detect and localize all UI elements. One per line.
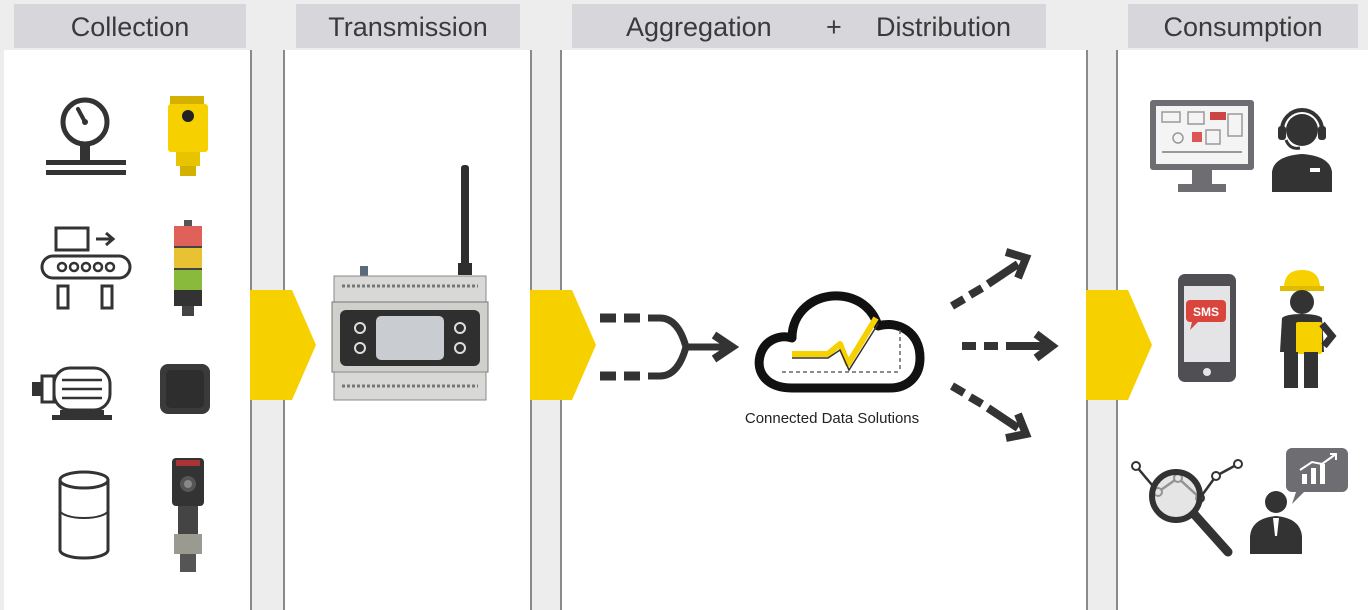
field-worker-icon — [1280, 270, 1337, 388]
header-consumption: Consumption — [1128, 4, 1358, 48]
chevron-arrow-transmission — [530, 290, 596, 400]
header-collection: Collection — [14, 4, 246, 48]
header-distribution: Distribution — [876, 12, 1012, 42]
smartphone-sms-icon: SMS — [1178, 274, 1236, 382]
pressure-gauge-icon — [46, 97, 126, 175]
header-aggregation-distribution: Aggregation + Distribution — [572, 4, 1046, 48]
yellow-sensor-icon — [168, 96, 208, 176]
header-transmission: Transmission — [296, 4, 520, 48]
gateway-device-icon — [331, 266, 489, 401]
cloud-icon — [754, 291, 925, 393]
tank-icon — [58, 470, 110, 560]
square-sensor-icon — [160, 364, 210, 414]
chevron-arrow-distribution — [1086, 290, 1152, 400]
motor-icon — [32, 366, 112, 420]
header-plus: + — [826, 12, 842, 42]
cloud-label: Connected Data Solutions — [744, 410, 920, 427]
header-aggregation: Aggregation — [626, 12, 772, 42]
chevron-arrow-collection — [250, 290, 316, 400]
monitor-hmi-icon — [1150, 100, 1254, 192]
vision-sensor-icon — [172, 458, 204, 572]
panel-aggregation — [562, 50, 1086, 610]
panel-collection — [4, 50, 250, 610]
analytics-magnifier-icon — [1131, 459, 1243, 557]
merge-arrow-icon — [600, 313, 740, 381]
stack-light-icon — [174, 220, 202, 316]
sms-label: SMS — [1193, 305, 1219, 319]
antenna-icon — [458, 165, 472, 275]
conveyor-icon — [40, 226, 132, 310]
distribution-arrows-icon — [949, 248, 1059, 442]
headset-operator-icon — [1272, 108, 1332, 192]
analyst-chart-icon — [1250, 448, 1348, 554]
